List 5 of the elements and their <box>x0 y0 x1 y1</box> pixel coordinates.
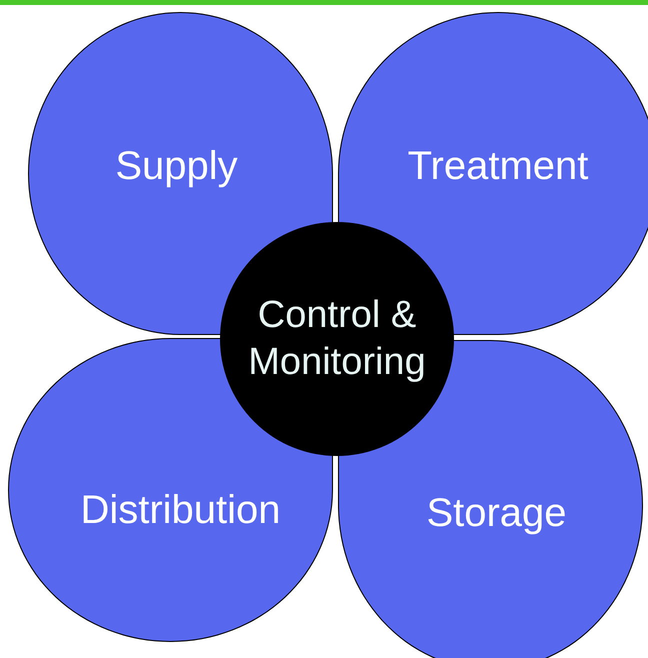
node-label: Distribution <box>80 487 281 534</box>
node-label: Control & Monitoring <box>247 292 427 385</box>
node-label: Treatment <box>408 142 588 190</box>
node-label: Storage <box>426 490 567 537</box>
node-label: Supply <box>115 142 238 190</box>
